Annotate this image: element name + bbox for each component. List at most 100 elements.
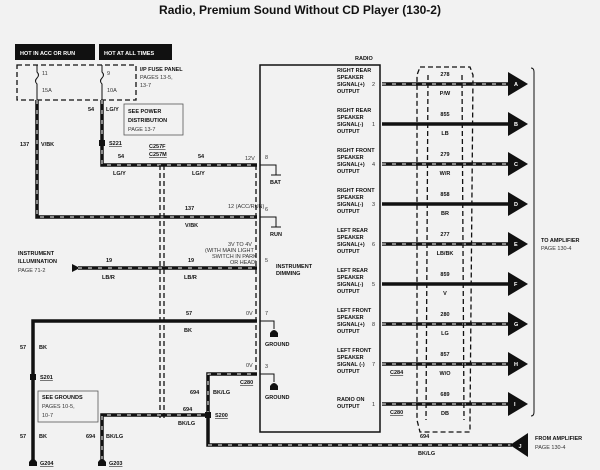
connector-arrow[interactable]: [508, 72, 528, 96]
see-power-box: [123, 103, 184, 136]
ground-icon: [270, 383, 278, 390]
ground-label: G204: [40, 461, 54, 467]
connector-label: C280: [240, 380, 253, 386]
wire-number: 694: [190, 390, 200, 396]
wire-number: 280: [440, 312, 449, 318]
wire-number: 277: [440, 232, 449, 238]
pin-number: 1: [372, 402, 375, 408]
pin-description: LEFT REAR: [337, 268, 368, 274]
wire-number: 19: [106, 258, 112, 264]
radio-module: [259, 64, 381, 433]
see-power-text: DISTRIBUTION: [128, 118, 167, 124]
cavity-note: 0V: [246, 311, 253, 317]
connector-letter: G: [514, 322, 518, 328]
fuse-panel-title: I/P FUSE PANEL: [140, 67, 183, 73]
splice-s201: [30, 374, 36, 380]
arrow-icon: [72, 264, 80, 272]
pin-label: GROUND: [265, 342, 289, 348]
connector-letter: B: [514, 122, 518, 128]
cavity-note: SWITCH IN PARK: [212, 254, 257, 260]
wire-color: BK: [39, 434, 47, 440]
pin-description: OUTPUT: [337, 89, 360, 95]
wire-number: 694: [86, 434, 96, 440]
wire-number: 859: [440, 272, 449, 278]
pin-description: SPEAKER: [337, 235, 364, 241]
speaker-circuit-e: LEFT REARSPEAKERSIGNAL(+)OUTPUT6277LB/BK…: [337, 228, 528, 257]
see-grounds-text: SEE GROUNDS: [42, 395, 83, 401]
connector-arrow[interactable]: [508, 312, 528, 336]
connector-label: C257F: [149, 144, 166, 150]
wire-number: 57: [20, 345, 26, 351]
connector-arrow[interactable]: [508, 152, 528, 176]
pin-description: SIGNAL(-): [337, 122, 363, 128]
connector-j-arrow[interactable]: [510, 433, 528, 457]
fuse-panel-pages2: 13-7: [140, 83, 151, 89]
wire-color: LB/BK: [437, 251, 454, 257]
pin-number: 8: [265, 155, 268, 161]
pin-number: 4: [372, 162, 375, 168]
hot-all-times-label: HOT AT ALL TIMES: [104, 51, 154, 57]
wire-color: LB/R: [184, 275, 197, 281]
wire-color: V: [443, 291, 447, 297]
fuse-number: 9: [107, 71, 110, 77]
pin-description: SIGNAL(+): [337, 322, 365, 328]
pin-description: OUTPUT: [337, 209, 360, 215]
wire-number: 57: [186, 311, 192, 317]
diagram-title: Radio, Premium Sound Without CD Player (…: [159, 3, 441, 17]
wire-number: 694: [420, 434, 430, 440]
pin-number: 3: [372, 202, 375, 208]
splice-label: S221: [109, 141, 122, 147]
connector-label: C257M: [149, 152, 167, 158]
cavity-note: 3V TO 4V: [228, 242, 252, 248]
pin-number: 7: [372, 362, 375, 368]
pin-description: LEFT REAR: [337, 228, 368, 234]
illumination-text: PAGE 71-2: [18, 268, 45, 274]
pin-lead: [260, 320, 275, 329]
cavity-note: 0V: [246, 363, 253, 369]
connector-arrow[interactable]: [508, 392, 528, 416]
pin-description: LEFT FRONT: [337, 348, 372, 354]
fuse-icon: [35, 65, 104, 100]
pin-description: SIGNAL(-): [337, 282, 363, 288]
fuse-panel-box: [16, 64, 137, 101]
wire-694: [100, 372, 512, 460]
ground-label: G203: [109, 461, 122, 467]
radio-right-pins: RIGHT REARSPEAKERSIGNAL(+)OUTPUT2278P/WA…: [337, 68, 528, 417]
wire-color: W/O: [440, 371, 452, 377]
twisted-pair-outline: [416, 66, 474, 433]
cavity-note: (WITH MAIN LIGHT: [205, 248, 255, 254]
connector-j-letter: J: [518, 444, 521, 450]
cavity-note: 12V: [245, 156, 255, 162]
pin-number: 2: [372, 82, 375, 88]
connector-arrow[interactable]: [508, 112, 528, 136]
pin-description: SIGNAL (-): [337, 362, 365, 368]
connector-letter: D: [514, 202, 518, 208]
wire-color: LG/Y: [106, 107, 119, 113]
pin-description: SIGNAL(+): [337, 242, 365, 248]
connector-arrow[interactable]: [508, 192, 528, 216]
connector-arrow[interactable]: [508, 352, 528, 376]
pin-description: OUTPUT: [337, 289, 360, 295]
ground-icon: [98, 459, 106, 466]
to-amplifier-label: TO AMPLIFIER: [541, 238, 580, 244]
connector-arrow[interactable]: [508, 272, 528, 296]
pin-number: 3: [265, 364, 268, 370]
wire-color: LB/R: [102, 275, 115, 281]
hot-acc-run-box: [15, 44, 95, 60]
pin-description: OUTPUT: [337, 404, 360, 410]
connector-arrow[interactable]: [508, 232, 528, 256]
pin-number: 5: [265, 258, 268, 264]
pin-description: OUTPUT: [337, 369, 360, 375]
wire-color: W/R: [440, 171, 451, 177]
wire-color: LG: [441, 331, 449, 337]
splice-s200: [205, 412, 211, 418]
wire-color: V/BK: [41, 142, 54, 148]
cavity-note: 12 (ACC/RUN): [228, 204, 265, 210]
hot-all-times-box: [99, 44, 172, 60]
wire-color: LG/Y: [192, 171, 205, 177]
wire-number: 54: [88, 107, 95, 113]
